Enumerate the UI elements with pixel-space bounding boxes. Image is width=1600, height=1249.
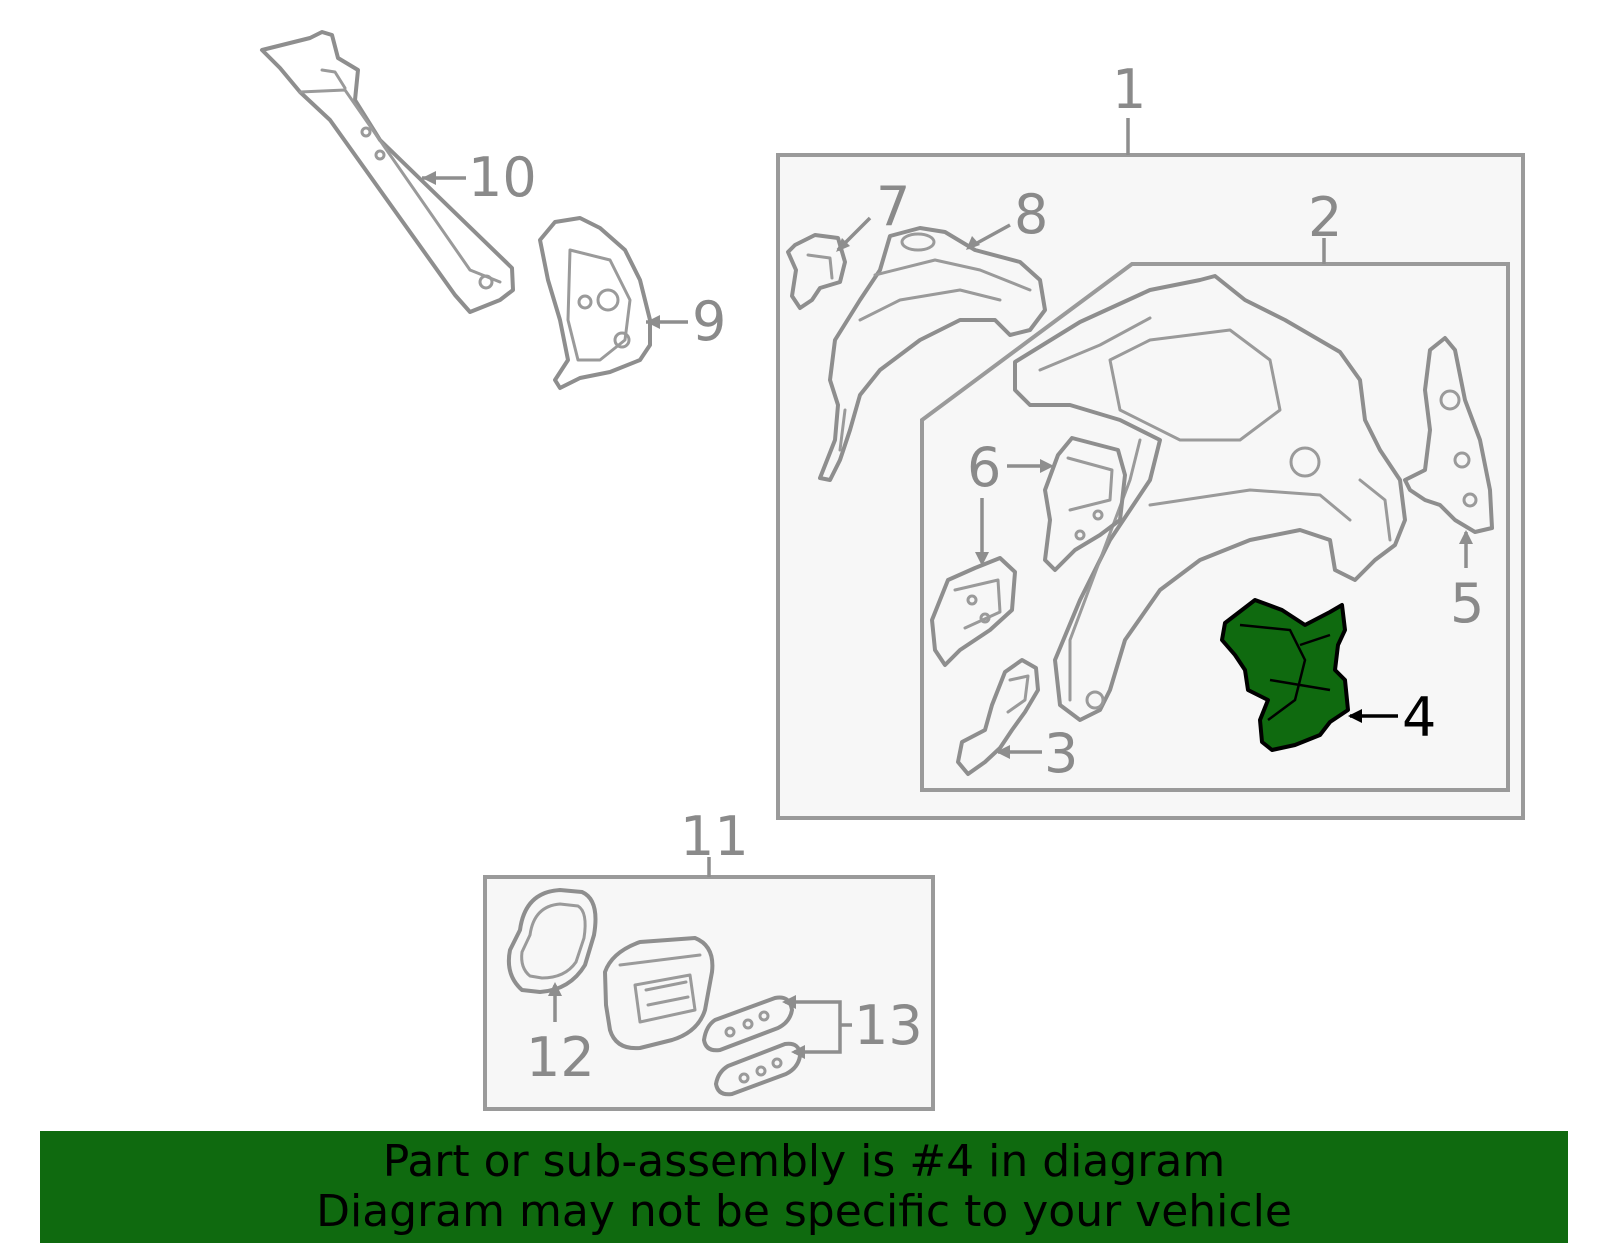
callout-1[interactable]: 1 [1112,58,1146,121]
callout-2[interactable]: 2 [1308,186,1342,249]
part-5-bracket[interactable] [1403,336,1494,534]
callout-11[interactable]: 11 [680,805,749,868]
callout-3[interactable]: 3 [1044,722,1078,785]
callout-8[interactable]: 8 [1014,183,1048,246]
part-10-pillar[interactable] [260,30,515,314]
arrowhead-12 [548,982,562,996]
arrowhead-8 [966,236,980,250]
part-4-highlighted[interactable] [1220,598,1350,752]
arrowhead-10 [422,171,436,185]
part-6-upper[interactable] [1043,436,1127,572]
disclaimer-banner: Part or sub-assembly is #4 in diagram Di… [40,1131,1568,1243]
arrowhead-6a [1040,459,1054,473]
part-8-wheelhouse[interactable] [818,226,1047,482]
callout-7[interactable]: 7 [876,175,910,238]
callout-5[interactable]: 5 [1450,572,1484,635]
part-12-gasket[interactable] [506,888,598,994]
callout-9[interactable]: 9 [692,290,726,353]
banner-line-part: Part or sub-assembly is #4 in diagram [382,1136,1226,1187]
callout-6[interactable]: 6 [967,436,1001,499]
part-6-lower[interactable] [930,556,1017,667]
arrowhead-13b [791,1045,805,1059]
callout-10[interactable]: 10 [468,146,537,209]
arrowhead-5 [1459,530,1473,544]
callout-13[interactable]: 13 [854,994,923,1057]
callout-12[interactable]: 12 [526,1026,595,1089]
callout-4[interactable]: 4 [1402,686,1436,749]
banner-line-disclaimer: Diagram may not be specific to your vehi… [316,1186,1292,1237]
part-13-pad-lower[interactable] [714,1041,802,1097]
arrowhead-3 [996,745,1010,759]
part-2-quarter-inner[interactable] [1013,274,1407,722]
arrowhead-9 [646,315,660,329]
arrowhead-6b [975,552,989,566]
part-3-bracket[interactable] [956,658,1040,776]
part-7-bracket[interactable] [786,233,847,310]
arrowhead-4 [1348,709,1362,723]
part-4-shape [1220,598,1350,752]
arrowhead-7 [836,238,850,252]
part-11-fuel-pocket[interactable] [603,936,715,1051]
part-9-panel[interactable] [538,216,652,390]
arrowhead-13a [782,995,796,1009]
leader-13 [785,1000,852,1054]
